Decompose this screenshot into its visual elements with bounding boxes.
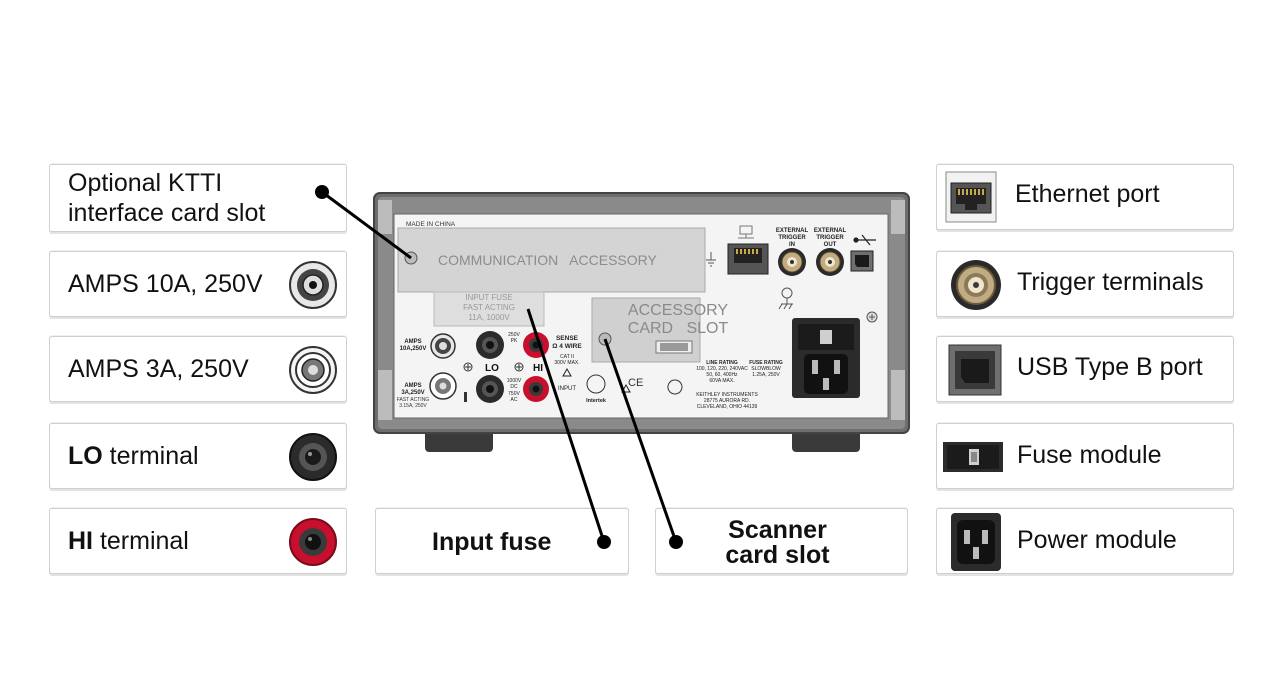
callout-lo-terminal: LO terminal [49, 423, 347, 489]
fuse-rating-3: 1.25A, 250V [752, 372, 780, 378]
callout-scanner-line2: card slot [725, 541, 830, 569]
hi-banana-jack-icon [289, 518, 337, 566]
panel-hi-jack-top [523, 332, 549, 358]
comm-accessory-text: COMMUNICATION ACCESSORY [438, 252, 658, 268]
callout-hi-label: HI terminal [68, 526, 189, 556]
line-rating-4: 60VA MAX. [709, 378, 734, 384]
callout-hi-terminal: HI terminal [49, 508, 347, 574]
fuse-drawer [820, 330, 832, 344]
v250pk-label: 250V [508, 332, 520, 338]
cat-max-label: 300V MAX. [554, 360, 579, 366]
intertek-label: Intertek [586, 398, 607, 404]
hi-rest-text: terminal [93, 527, 189, 555]
chassis-ground-icon [778, 287, 793, 310]
trigger-out-label-3: OUT [824, 242, 837, 248]
accessory-line1: ACCESSORY [628, 302, 729, 319]
amps3-label-4: 3.15A, 250V [399, 403, 427, 409]
hi-bold-text: HI [68, 527, 93, 555]
ground-icon-1 [706, 252, 716, 267]
line-rating-1: LINE RATING [706, 360, 738, 366]
trigger-out-label-2: TRIGGER [816, 235, 844, 241]
v250pk-label-2: PK [511, 338, 518, 344]
fuse-plate-line2: FAST ACTING [463, 303, 515, 312]
callout-usb-label: USB Type B port [1017, 353, 1203, 381]
callout-ktti-line1: Optional KTTI [68, 169, 223, 197]
lo-banana-jack-icon [289, 433, 337, 481]
amps-3a-jack-icon [289, 346, 337, 394]
panel-hi-jack-bottom [523, 376, 549, 402]
callout-usb: USB Type B port [936, 336, 1234, 402]
callout-scanner-slot: Scanner card slot [655, 508, 908, 574]
bnc-in-icon [778, 248, 806, 276]
callout-ktti-line2: interface card slot [68, 199, 266, 227]
v750-label: 750V [508, 391, 520, 397]
lo-rest-text: terminal [102, 442, 199, 470]
ethernet-port-icon [945, 171, 997, 223]
maker-line-1: KEITHLEY INSTRUMENTS [696, 392, 758, 398]
callout-power-label: Power module [1017, 526, 1177, 554]
callout-lo-label: LO terminal [68, 441, 199, 471]
ce-mark: CE [628, 377, 643, 389]
v1000-label: 1000V [507, 378, 522, 384]
callout-fuse: Fuse module [936, 423, 1234, 489]
lo-bold-text: LO [68, 442, 103, 470]
v750-label-2: AC [511, 397, 518, 403]
input-fuse-plate [433, 291, 545, 327]
callout-power: Power module [936, 508, 1234, 574]
amps-10a-jack-icon [289, 261, 337, 309]
fuse-plate-line1: INPUT FUSE [465, 293, 512, 302]
made-in-label: MADE IN CHINA [406, 221, 456, 228]
power-module-icon [951, 513, 1001, 571]
bnc-trigger-icon [951, 260, 1001, 310]
line-rating-3: 50, 60, 400Hz [706, 372, 738, 378]
callout-ktti-slot: Optional KTTI interface card slot [49, 164, 347, 232]
accessory-plate-screw [598, 332, 612, 346]
sense-label: SENSE [556, 335, 579, 342]
panel-lo-jack-top [476, 331, 504, 359]
amps3-label-3: FAST ACTING [397, 397, 430, 403]
usb-type-b-icon [948, 344, 1002, 396]
line-rating-2: 100, 120, 220, 240VAC [696, 366, 748, 372]
fuse-rating-1: FUSE RATING [749, 360, 783, 366]
callout-amps10-label: AMPS 10A, 250V [68, 270, 263, 298]
communication-accessory-plate [397, 227, 706, 293]
maker-line-3: CLEVELAND, OHIO 44139 [697, 404, 758, 410]
panel-amps10-jack [430, 333, 456, 359]
panel-lo-jack-bottom [476, 375, 504, 403]
trigger-in-label-3: IN [789, 242, 795, 248]
callout-scanner-line1: Scanner [728, 516, 827, 544]
comm-plate-screw [404, 251, 418, 265]
usb-symbol-icon [853, 234, 876, 246]
callout-amps3-label: AMPS 3A, 250V [68, 355, 249, 383]
panel-hi-label: HI [533, 363, 543, 374]
trigger-out-label-1: EXTERNAL [814, 228, 847, 234]
maker-line-2: 28775 AURORA RD. [704, 398, 750, 404]
amps10-label-1: AMPS [404, 339, 421, 345]
panel-amps3-jack [429, 372, 457, 400]
callout-trigger-label: Trigger terminals [1017, 268, 1204, 296]
fuse-rating-2: SLOWBLOW [751, 366, 781, 372]
callout-ethernet: Ethernet port [936, 164, 1234, 230]
trigger-in-label-2: TRIGGER [778, 235, 806, 241]
callout-fuse-label: Fuse module [1017, 441, 1162, 469]
amps3-label-2: 3A,250V [401, 390, 424, 396]
amps10-label-2: 10A,250V [400, 346, 427, 352]
v1000-label-2: DC [510, 384, 518, 390]
callout-amps-10a: AMPS 10A, 250V [49, 251, 347, 317]
accessory-line2: CARD SLOT [628, 320, 729, 337]
amps3-label-1: AMPS [404, 383, 421, 389]
sense-wire-label: Ω 4 WIRE [552, 343, 582, 350]
callout-trigger: Trigger terminals [936, 251, 1234, 317]
fuse-module-icon [943, 442, 1003, 472]
callout-amps-3a: AMPS 3A, 250V [49, 336, 347, 402]
callout-ethernet-label: Ethernet port [1015, 180, 1160, 208]
input-label: INPUT [558, 386, 576, 392]
fuse-plate-line3: 11A, 1000V [468, 313, 510, 322]
trigger-in-label-1: EXTERNAL [776, 228, 809, 234]
panel-lo-label: LO [485, 363, 499, 374]
bnc-out-icon [816, 248, 844, 276]
